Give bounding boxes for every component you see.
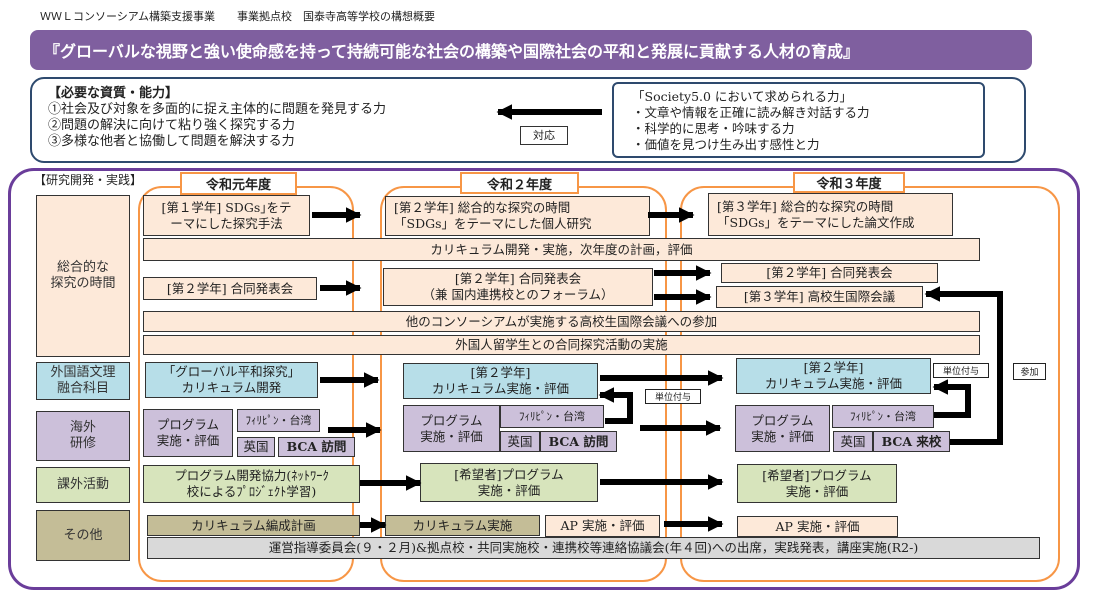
y3-ap: AP 実施・評価 — [737, 516, 898, 537]
y3-conference: [第３学年] 高校生国際会議 — [716, 286, 923, 308]
text-line: カリキュラム実施・評価 — [764, 376, 903, 391]
society-heading: 「Society5.0 において求められる力」 — [632, 89, 853, 104]
text-line: カリキュラム開発 — [181, 380, 282, 395]
exchange-band: 外国人留学生との合同探究活動の実施 — [143, 335, 980, 355]
qualities-list: 【必要な資質・能力】 ①社会及び対象を多面的に捉え主体的に問題を発見する力 ②問… — [48, 86, 386, 150]
row-label-foreign: 外国語文理 融合科目 — [36, 362, 130, 400]
y1-program: プログラム実施・評価 — [143, 409, 233, 457]
text-line: 実施・評価 — [420, 428, 483, 444]
y3-grade3-thesis: [第３学年] 総合的な探究の時間「SDGs」をテーマにした論文作成 — [708, 193, 953, 236]
text-line: プログラム — [751, 412, 814, 428]
correspond-label: 対応 — [520, 126, 568, 145]
text-line: [第２学年] 総合的な探究の時間 — [394, 200, 571, 215]
text-line: 校によるﾌﾟﾛｼﾞｪｸﾄ学習) — [186, 484, 317, 499]
text-line: 「SDGs」をテーマにした論文作成 — [717, 214, 915, 230]
quality-item: ①社会及び対象を多面的に捉え主体的に問題を発見する力 — [48, 102, 387, 117]
text-line: [第２学年] 合同発表会 — [454, 271, 582, 286]
text-line: プログラム — [420, 412, 483, 428]
text-line: ーマにした探究手法 — [170, 215, 283, 231]
y2-curriculum-implementation: カリキュラム実施 — [385, 515, 540, 536]
y3-foreign-curriculum: [第２学年]カリキュラム実施・評価 — [736, 358, 931, 394]
participate-tag: 参加 — [1013, 363, 1046, 380]
y3-extra-program: [希望者]プログラム実施・評価 — [737, 464, 897, 503]
vision-banner: 『グローバルな視野と強い使命感を持って持続可能な社会の構築や国際社会の平和と発展… — [30, 30, 1032, 70]
y1-uk: 英国 — [237, 437, 275, 457]
row-label-other: その他 — [36, 510, 130, 561]
curriculum-band: カリキュラム開発・実施，次年度の計画，評価 — [143, 238, 980, 261]
text-line: 「グローバル平和探究」 — [162, 364, 301, 379]
consortium-band: 他のコンソーシアムが実施する高校生国際会議への参加 — [143, 311, 980, 332]
qualities-panel — [30, 77, 1026, 163]
credit-tag-y3: 単位付与 — [933, 363, 989, 378]
text-line: [第２学年] — [470, 365, 531, 380]
y3-presentation: [第２学年] 合同発表会 — [721, 263, 938, 283]
text-line: [第３学年] 総合的な探究の時間 — [717, 198, 894, 214]
y1-presentation: [第２学年] 合同発表会 — [143, 277, 317, 300]
text-line: カリキュラム実施・評価 — [431, 381, 570, 396]
y2-program: プログラム実施・評価 — [403, 405, 500, 452]
y1-extra-program: プログラム開発協力(ﾈｯﾄﾜｰｸ校によるﾌﾟﾛｼﾞｪｸﾄ学習) — [143, 465, 360, 503]
text-line: 「SDGs」をテーマにした個人研究 — [394, 216, 592, 231]
y2-ap: AP 実施・評価 — [545, 515, 660, 537]
quality-item: ③多様な他者と協働して問題を解決する力 — [48, 134, 295, 149]
vision-title: 『グローバルな視野と強い使命感を持って持続可能な社会の構築や国際社会の平和と発展… — [44, 42, 860, 61]
header-caption: ＷＷＬコンソーシアム構築支援事業 事業拠点校 国泰寺高等学校の構想概要 — [40, 10, 436, 23]
society-item: ・文章や情報を正確に読み解き対話する力 — [632, 105, 870, 120]
practice-frame — [8, 168, 1080, 590]
text-line: [希望者]プログラム — [762, 467, 872, 483]
row-label-extra: 課外活動 — [36, 467, 130, 503]
y2-presentation: [第２学年] 合同発表会（兼 国内連携校とのフォーラム） — [383, 268, 653, 306]
row-label-sogo: 総合的な 探究の時間 — [36, 195, 130, 357]
y2-grade2-research: [第２学年] 総合的な探究の時間「SDGs」をテーマにした個人研究 — [385, 196, 650, 236]
y1-curriculum-plan: カリキュラム編成計画 — [147, 515, 360, 536]
year-label-1: 令和元年度 — [180, 172, 297, 195]
society-item: ・価値を見つけ生み出す感性と力 — [632, 137, 820, 152]
y2-philippines-taiwan: ﾌｨﾘﾋﾟﾝ・台湾 — [500, 405, 604, 428]
society-item: ・科学的に思考・吟味する力 — [632, 121, 795, 136]
row-label-overseas: 海外 研修 — [36, 411, 130, 461]
y2-uk: 英国 — [500, 431, 540, 452]
y3-program: プログラム実施・評価 — [735, 405, 830, 452]
year-label-3: 令和３年度 — [793, 172, 905, 193]
y2-extra-program: [希望者]プログラム実施・評価 — [420, 463, 598, 502]
text-line: プログラム開発協力(ﾈｯﾄﾜｰｸ — [174, 468, 329, 483]
y3-bca-come: BCA 来校 — [873, 431, 950, 452]
text-line: [第２学年] — [803, 360, 864, 375]
qualities-heading: 【必要な資質・能力】 — [48, 86, 179, 101]
y1-global-peace: 「グローバル平和探究」カリキュラム開発 — [145, 362, 318, 398]
y3-philippines-taiwan: ﾌｨﾘﾋﾟﾝ・台湾 — [832, 405, 934, 428]
y3-uk: 英国 — [833, 431, 873, 452]
committee-band: 運営指導委員会(９・２月)&拠点校・共同実施校・連携校等連絡協議会(年４回)への… — [147, 537, 1040, 559]
y2-bca-visit: BCA 訪問 — [540, 431, 617, 452]
text-line: 実施・評価 — [751, 428, 814, 444]
text-line: （兼 国内連携校とのフォーラム） — [422, 287, 614, 302]
practice-heading: 【研究開発・実践】 — [34, 173, 143, 187]
text-line: 実施・評価 — [156, 433, 220, 448]
quality-item: ②問題の解決に向けて粘り強く探究する力 — [48, 118, 296, 133]
text-line: 実施・評価 — [477, 482, 541, 498]
year-label-2: 令和２年度 — [460, 172, 579, 194]
y1-bca-visit: BCA 訪問 — [278, 437, 355, 457]
y2-foreign-curriculum: [第２学年]カリキュラム実施・評価 — [403, 363, 598, 399]
y1-philippines-taiwan: ﾌｨﾘﾋﾟﾝ・台湾 — [237, 409, 320, 432]
y1-grade1-sdgs: [第１学年] SDGs｣をテーマにした探究手法 — [143, 195, 310, 236]
society-panel: 「Society5.0 において求められる力」 ・文章や情報を正確に読み解き対話… — [612, 82, 985, 158]
credit-tag-y2: 単位付与 — [645, 389, 701, 404]
text-line: プログラム — [156, 417, 220, 432]
text-line: 実施・評価 — [785, 483, 849, 499]
text-line: [希望者]プログラム — [454, 466, 564, 482]
text-line: [第１学年] SDGs｣をテ — [161, 199, 292, 215]
